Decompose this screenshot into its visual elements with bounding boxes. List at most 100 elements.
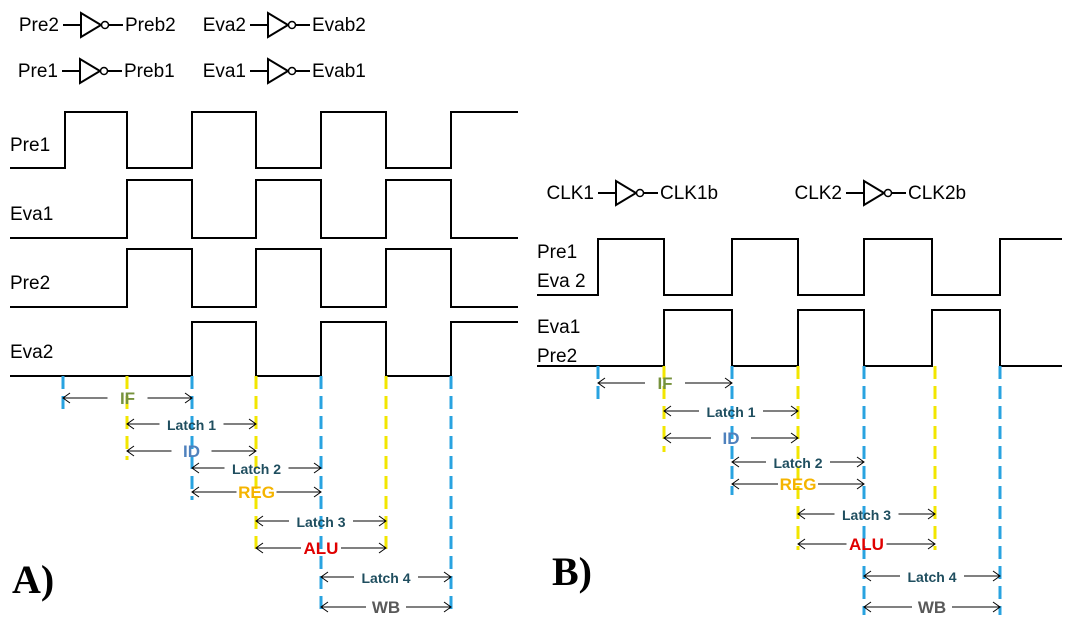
arrow-left-icon — [320, 601, 329, 613]
arrow-left-icon — [663, 405, 672, 417]
panelA-span-3: Latch 2 — [191, 461, 322, 477]
arrow-left-icon — [597, 377, 606, 389]
arrow-right-icon — [443, 571, 452, 583]
panelB-span-2-label: ID — [723, 429, 740, 448]
inverter-triangle-icon — [863, 179, 886, 207]
panelB-signal-label: Pre1 — [537, 242, 577, 263]
gate-clk1-inverter: CLK1 CLK1b — [546, 179, 718, 207]
inverter-bubble-icon — [100, 20, 110, 30]
gate-eva2-output-label: Evab2 — [312, 15, 366, 36]
panelB-span-0-label: IF — [657, 374, 672, 393]
panelA-waveform — [10, 248, 518, 308]
arrow-right-icon — [992, 601, 1001, 613]
panelB-signal-label: Pre2 — [537, 346, 577, 367]
gate-pre2-output-label: Preb2 — [125, 15, 176, 36]
arrow-left-icon — [191, 486, 200, 498]
panelB-span-6-label: ALU — [849, 535, 884, 554]
panelA-span-6: ALU — [255, 539, 387, 558]
panelA-span-3-label: Latch 2 — [232, 461, 281, 477]
arrow-right-icon — [992, 570, 1001, 582]
inverter-bubble-icon — [287, 20, 297, 30]
arrow-left-icon — [797, 508, 806, 520]
arrow-left-icon — [731, 478, 740, 490]
panelB-span-3: Latch 2 — [731, 455, 865, 471]
inverter-triangle-icon — [80, 11, 103, 39]
panelA-span-7-label: Latch 4 — [361, 570, 410, 586]
panelB-waveform — [537, 238, 1062, 296]
panelB-span-0: IF — [597, 374, 733, 393]
gate-pre2-inverter: Pre2 Preb2 — [19, 11, 176, 39]
inverter-bubble-icon — [883, 188, 893, 198]
gate-clk1-output-label: CLK1b — [660, 183, 718, 204]
arrow-left-icon — [255, 542, 264, 554]
panelA-signal-label: Eva1 — [10, 204, 53, 225]
panelB-span-7-label: Latch 4 — [907, 569, 956, 585]
arrow-right-icon — [248, 445, 257, 457]
inverter-triangle-icon — [267, 11, 290, 39]
arrow-left-icon — [863, 570, 872, 582]
arrow-left-icon — [126, 418, 135, 430]
gate-clk1-input-label: CLK1 — [546, 183, 594, 204]
arrow-left-icon — [126, 445, 135, 457]
panelB-signal-label: Eva1 — [537, 317, 580, 338]
panelB-span-5-label: Latch 3 — [842, 507, 891, 523]
inverter-triangle-icon — [267, 57, 290, 85]
arrow-right-icon — [927, 508, 936, 520]
arrow-right-icon — [313, 486, 322, 498]
panelB-waveform — [537, 309, 1062, 367]
panelB-span-4-label: REG — [780, 475, 817, 494]
panelA-waveform — [10, 111, 518, 169]
inverter-triangle-icon — [79, 57, 102, 85]
panelB-span-8: WB — [863, 598, 1001, 617]
arrow-right-icon — [856, 478, 865, 490]
arrow-right-icon — [724, 377, 733, 389]
gate-clk2-output-label: CLK2b — [908, 183, 966, 204]
panelB-span-6: ALU — [797, 535, 936, 554]
gate-pre1-input-label: Pre1 — [18, 61, 58, 82]
arrow-right-icon — [790, 405, 799, 417]
panelB-span-7: Latch 4 — [863, 569, 1001, 585]
panelB-span-8-label: WB — [918, 598, 946, 617]
arrow-left-icon — [62, 392, 71, 404]
inverter-bubble-icon — [635, 188, 645, 198]
arrow-right-icon — [184, 392, 193, 404]
inverter-triangle-icon — [615, 179, 638, 207]
arrow-left-icon — [255, 515, 264, 527]
panelB-signal-label: Eva 2 — [537, 271, 586, 292]
gate-eva2-input-label: Eva2 — [203, 15, 246, 36]
panelA-span-1: Latch 1 — [126, 417, 257, 433]
arrow-left-icon — [320, 571, 329, 583]
arrow-right-icon — [313, 462, 322, 474]
panelA-signal-label: Pre1 — [10, 135, 50, 156]
arrow-left-icon — [191, 462, 200, 474]
arrow-left-icon — [797, 538, 806, 550]
panelA-span-1-label: Latch 1 — [167, 417, 216, 433]
panelA-span-5-label: Latch 3 — [296, 514, 345, 530]
arrow-right-icon — [378, 515, 387, 527]
panelA-waveform — [10, 321, 518, 377]
arrow-left-icon — [663, 432, 672, 444]
gate-pre2-input-label: Pre2 — [19, 15, 59, 36]
arrow-right-icon — [927, 538, 936, 550]
inverter-bubble-icon — [99, 66, 109, 76]
panelA-span-0-label: IF — [120, 389, 135, 408]
panelB-span-2: ID — [663, 429, 799, 448]
panelA-span-2: ID — [126, 442, 257, 461]
panelA-span-8: WB — [320, 598, 452, 617]
gate-eva1-input-label: Eva1 — [203, 61, 246, 82]
panelA-waveform — [10, 179, 518, 239]
panelA-span-5: Latch 3 — [255, 514, 387, 530]
panelA-label: A) — [12, 557, 54, 602]
panelA-span-2-label: ID — [183, 442, 200, 461]
panelA-span-8-label: WB — [372, 598, 400, 617]
gate-eva2-inverter: Eva2 Evab2 — [203, 11, 366, 39]
panelA-span-4: REG — [191, 483, 322, 502]
panelB-label: B) — [552, 549, 592, 594]
panelB-span-1-label: Latch 1 — [706, 404, 755, 420]
arrow-left-icon — [731, 456, 740, 468]
panelA-signal-label: Pre2 — [10, 273, 50, 294]
